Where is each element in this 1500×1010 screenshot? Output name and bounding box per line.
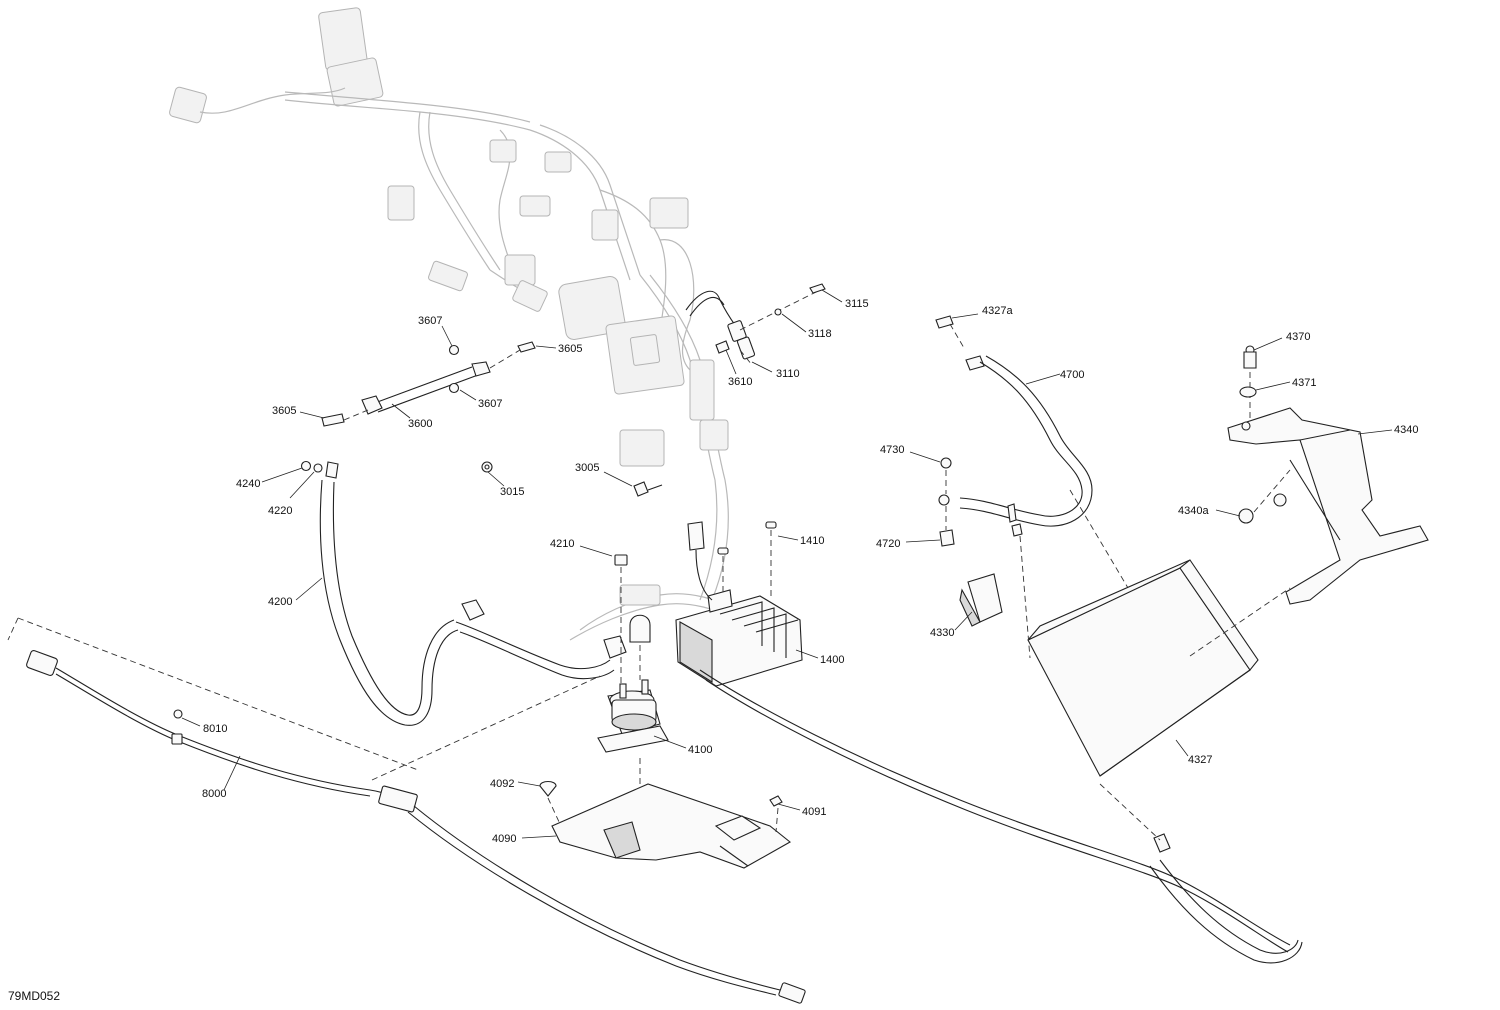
callout-4327a: 4327a — [982, 305, 1013, 317]
callout-4340a: 4340a — [1178, 505, 1209, 517]
callout-3605-left: 3605 — [272, 405, 296, 417]
callout-4730: 4730 — [880, 444, 904, 456]
callout-3115: 3115 — [845, 298, 869, 310]
callout-8010: 8010 — [203, 723, 227, 735]
harness-8000 — [7, 617, 806, 1004]
callout-3600: 3600 — [408, 418, 432, 430]
callout-3118: 3118 — [808, 328, 832, 340]
sensor-3110 — [685, 283, 826, 366]
callout-4340: 4340 — [1394, 424, 1418, 436]
callout-4210: 4210 — [550, 538, 574, 550]
callout-4092: 4092 — [490, 778, 514, 790]
battery-bracket-4340 — [1227, 345, 1429, 605]
battery-4327 — [959, 503, 1291, 777]
callout-4100: 4100 — [688, 744, 712, 756]
ground-cable-3600 — [321, 341, 536, 427]
callout-4327: 4327 — [1188, 754, 1212, 766]
callout-3607-top: 3607 — [418, 315, 442, 327]
ghost-main-harness — [169, 7, 741, 641]
callout-3005: 3005 — [575, 462, 599, 474]
callout-labels: 3115 3118 3610 3110 3607 3605 3605 3607 … — [202, 298, 1418, 845]
callout-1400: 1400 — [820, 654, 844, 666]
callout-4091: 4091 — [802, 806, 826, 818]
mounting-bracket-4090 — [539, 780, 791, 869]
callout-4240: 4240 — [236, 478, 260, 490]
callout-4330: 4330 — [930, 627, 954, 639]
fasteners-3005-3015 — [481, 461, 663, 497]
leader-lines — [181, 289, 1393, 839]
callout-3110: 3110 — [776, 368, 800, 380]
callout-4220: 4220 — [268, 505, 292, 517]
callout-4720: 4720 — [876, 538, 900, 550]
callout-3015: 3015 — [500, 486, 524, 498]
callout-4370: 4370 — [1286, 331, 1310, 343]
solenoid-4100 — [597, 554, 669, 830]
callout-4200: 4200 — [268, 596, 292, 608]
callout-4700: 4700 — [1060, 369, 1084, 381]
positive-cable-4200 — [300, 460, 627, 726]
voltage-regulator-1400 — [675, 521, 803, 687]
callout-4371: 4371 — [1292, 377, 1316, 389]
callout-8000: 8000 — [202, 788, 226, 800]
callout-3605-right: 3605 — [558, 343, 582, 355]
battery-cable-4700 — [935, 315, 1129, 589]
callout-1410: 1410 — [800, 535, 824, 547]
callout-3610: 3610 — [728, 376, 752, 388]
callout-4090: 4090 — [492, 833, 516, 845]
callout-3607-bottom: 3607 — [478, 398, 502, 410]
main-cable — [699, 669, 1303, 964]
figure-code: 79MD052 — [8, 989, 60, 1003]
